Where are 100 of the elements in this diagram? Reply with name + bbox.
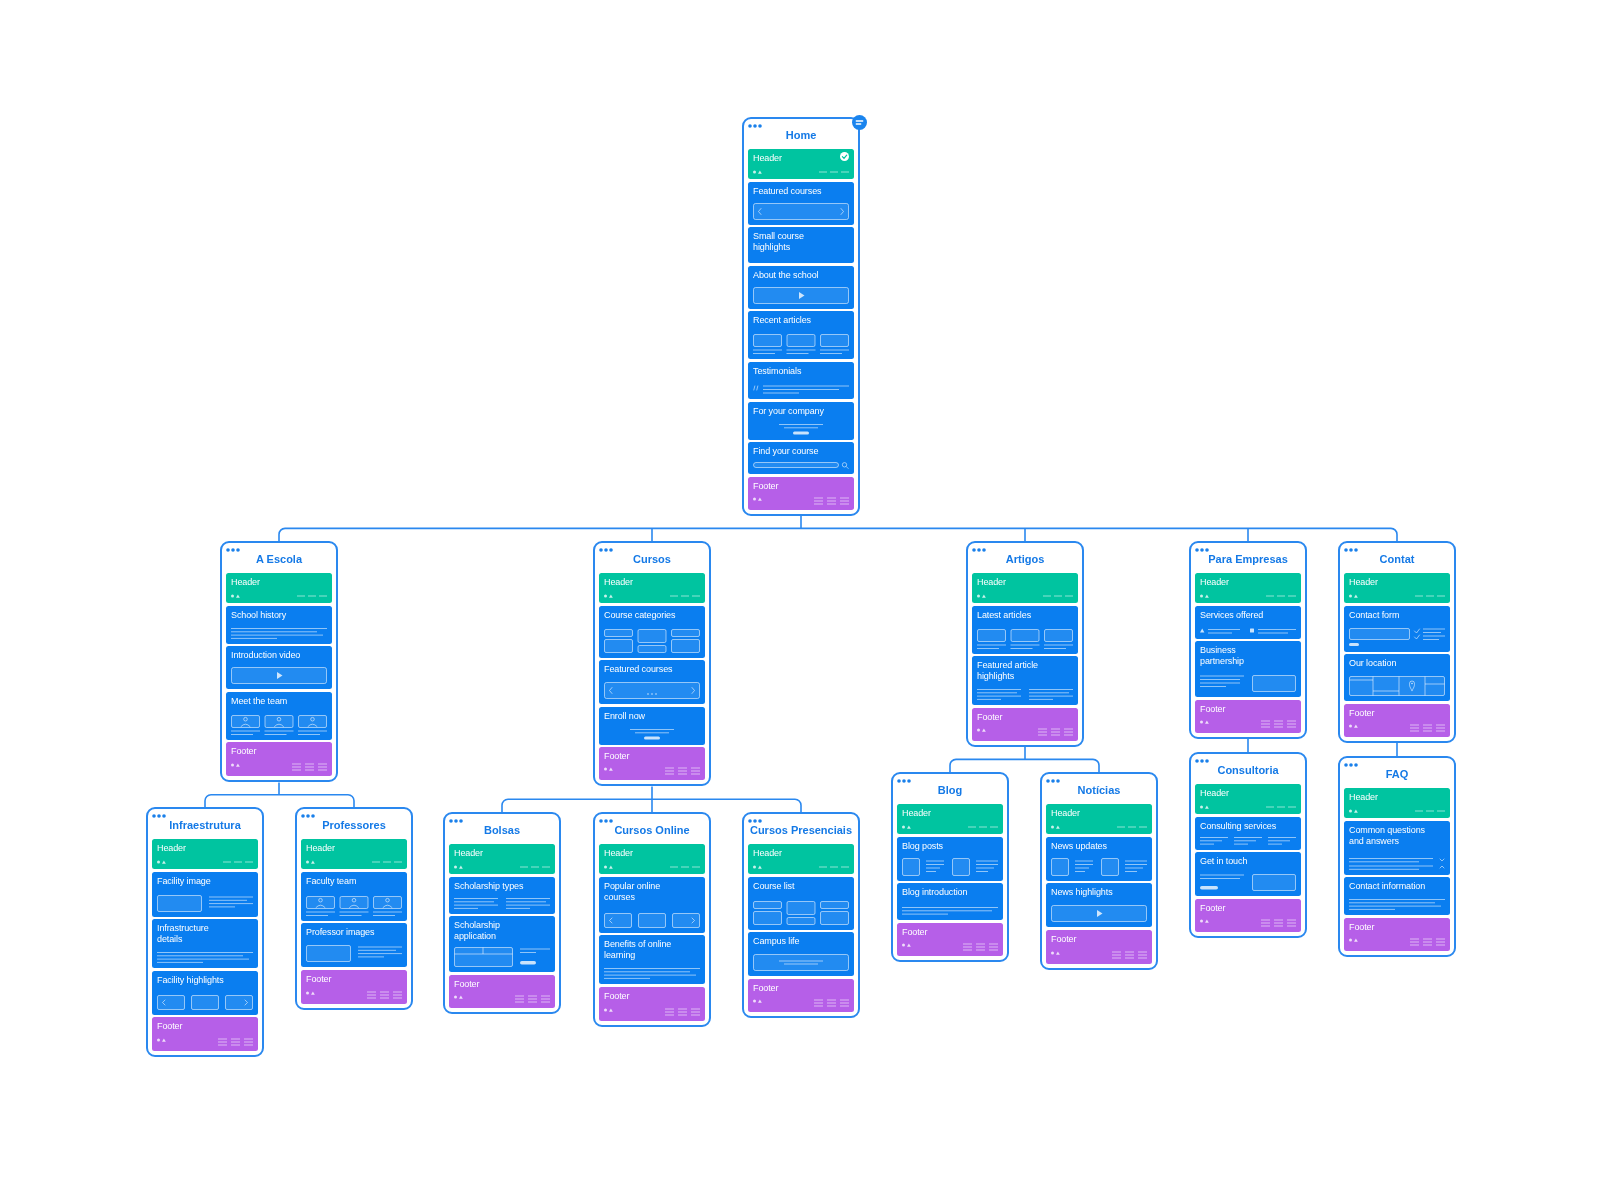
section-label: Contact form [1349,609,1400,621]
footer-section [972,707,1078,741]
section-label: Footer [306,973,332,985]
section-label: Footer [753,480,779,492]
content-section [897,883,1003,921]
connector-line [1024,527,1026,542]
content-section [449,876,555,914]
footer-section [1195,699,1301,733]
page-card [220,541,338,783]
content-section [748,401,854,440]
footer-section [226,742,332,777]
page-title: Home [785,129,817,142]
content-section [226,605,332,644]
connector-line [1396,742,1398,757]
section-label: About the school [753,269,819,281]
page-title: Blog [937,784,963,797]
content-section [1344,877,1450,916]
section-label: Benefits of online learning [604,939,673,962]
section-label: Featured courses [753,185,822,197]
page-title: Infraestrutura [169,819,241,832]
section-label: Footer [902,926,928,938]
section-label: Header [977,577,1006,588]
section-label: Footer [454,978,480,990]
section-label: Header [753,153,782,164]
content-section [748,932,854,977]
section-label: Business partnership [1200,645,1245,668]
section-label: Faculty team [306,875,357,887]
page-card [1338,541,1456,743]
page-card [443,812,561,1014]
connector-line [507,785,796,800]
connector-line [278,527,286,542]
section-label: Footer [604,751,630,763]
content-section [1195,852,1301,897]
page-title: Notícias [1077,784,1121,797]
connector-line [949,758,957,773]
content-section [301,871,407,921]
footer-section [1344,917,1450,951]
footer-section [301,969,407,1004]
page-card [891,772,1009,962]
section-label: News updates [1051,840,1107,852]
section-label: Footer [157,1021,183,1033]
section-label: Header [1349,792,1378,803]
section-label: Footer [753,982,779,994]
section-label: Footer [1349,921,1375,933]
page-card [295,807,413,1010]
page-title: Cursos Online [614,824,690,837]
content-section [748,876,854,930]
section-label: Course list [753,880,795,892]
footer-section [599,747,705,781]
footer-section [1344,703,1450,737]
section-label: Footer [1200,703,1226,715]
section-label: Popular online courses [604,880,662,903]
section-label: Meet the team [231,695,288,707]
connector-line [204,793,212,808]
connector-line [651,527,653,542]
connector-line [651,798,653,813]
content-section [972,605,1078,654]
connector-line [1247,738,1249,753]
page-title: Cursos Presenciais [749,824,853,837]
section-label: Footer [604,990,630,1002]
content-section [1046,883,1152,928]
header-section [1195,784,1301,814]
content-section [1046,836,1152,881]
section-label: Services offered [1200,609,1264,621]
header-section [599,573,705,603]
header-section [748,844,854,874]
page-title: Artigos [1005,553,1045,566]
section-label: Header [1200,788,1229,799]
footer-section [897,922,1003,956]
content-section [748,227,854,264]
section-label: Blog posts [902,840,944,852]
section-label: Latest articles [977,609,1032,621]
content-section [152,871,258,917]
page-card [1338,756,1456,957]
section-label: Header [753,848,782,859]
section-label: Header [306,843,335,854]
section-label: Footer [1349,707,1375,719]
section-label: Testimonials [753,366,802,377]
section-label: Facility image [157,875,211,887]
content-section [748,362,854,399]
page-card [593,812,711,1027]
header-section [1046,804,1152,834]
content-section [748,265,854,309]
section-label: Common questions and answers [1349,824,1426,847]
section-label: School history [231,609,287,621]
content-section [599,660,705,705]
section-label: Featured courses [604,664,673,676]
content-section [152,970,258,1015]
connector-line [1390,527,1398,542]
connector-line [210,781,349,796]
section-label: Footer [231,746,257,758]
footer-section [748,978,854,1012]
content-section [226,691,332,740]
section-label: Enroll now [604,710,646,722]
footer-section [748,476,854,510]
content-section [1344,820,1450,875]
content-section [1344,654,1450,702]
footer-section [449,974,555,1008]
section-label: Header [157,843,186,854]
content-section [1344,605,1450,652]
